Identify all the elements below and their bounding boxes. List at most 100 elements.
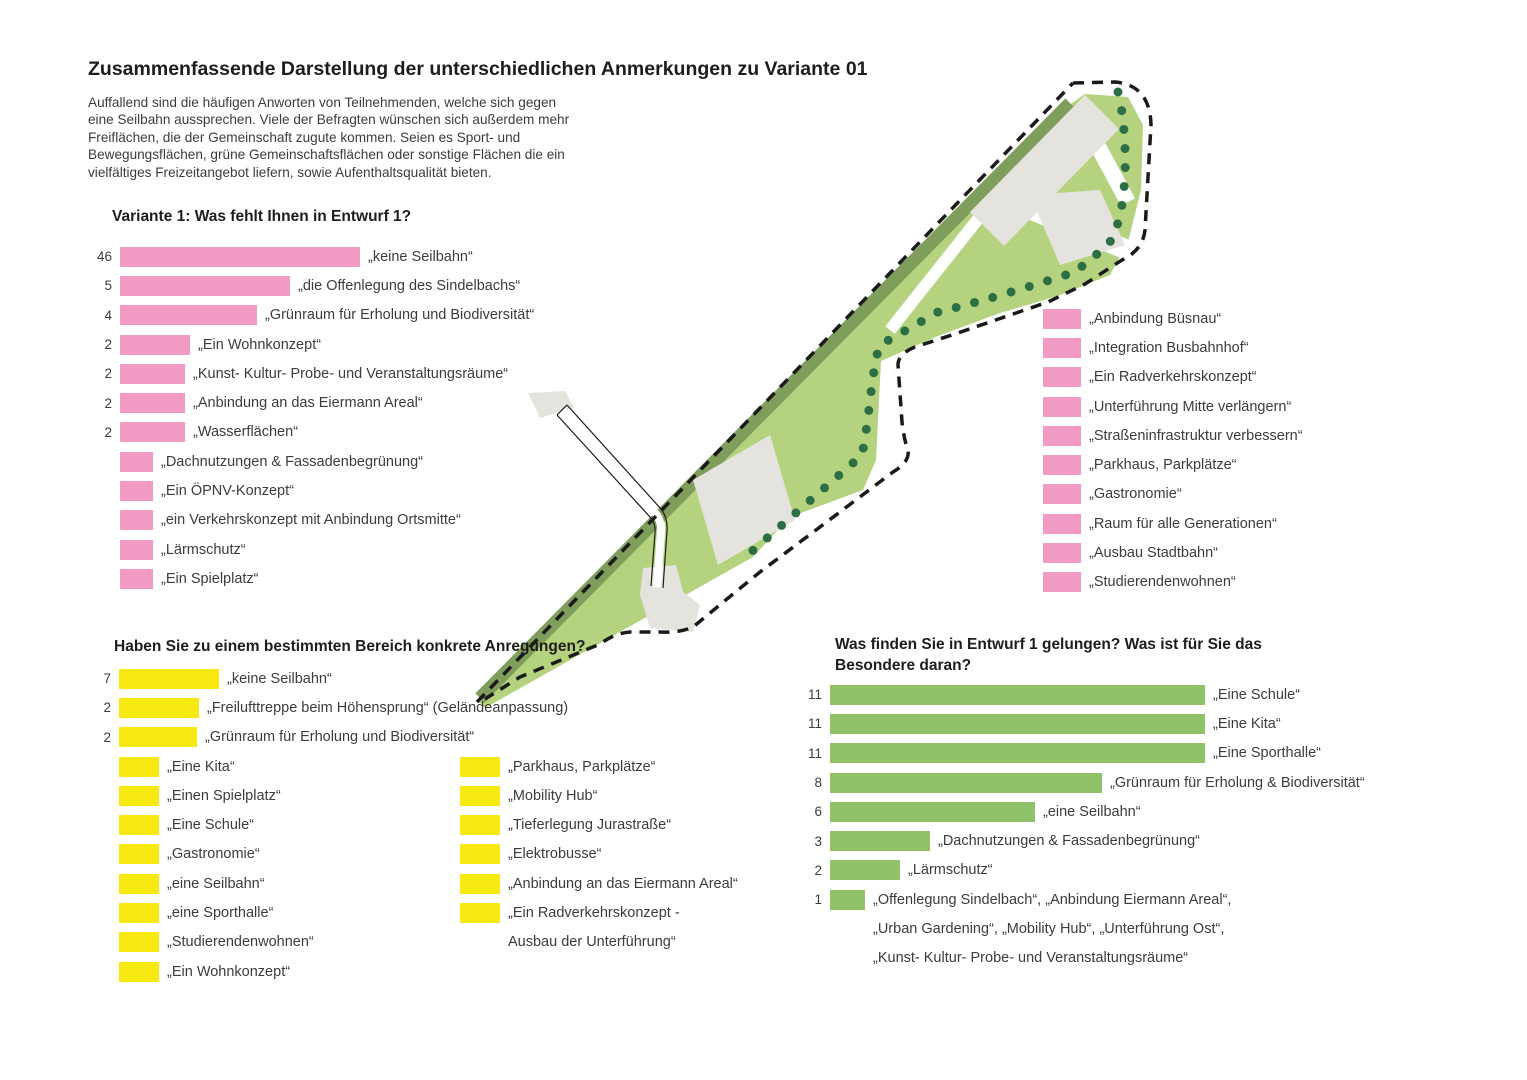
- bar-label: „Grünraum für Erholung und Biodiversität…: [205, 729, 475, 746]
- page-title: Zusammenfassende Darstellung der untersc…: [88, 58, 868, 80]
- bar-label: „Ein Radverkehrskonzept“: [1089, 369, 1257, 386]
- bar-value: 2: [104, 424, 112, 440]
- chart-row: 4„Grünraum für Erholung und Biodiversitä…: [86, 301, 534, 330]
- bar-label: „Offenlegung Sindelbach“, „Anbindung Eie…: [873, 891, 1232, 908]
- bar: [830, 772, 1102, 793]
- bar-value: 8: [814, 775, 822, 791]
- chart-row: „Eine Kita“: [85, 752, 568, 781]
- bar: [119, 903, 159, 924]
- map-olive-edge: [475, 98, 1075, 703]
- chart-row: „Studierendenwohnen“: [1043, 568, 1303, 597]
- chart-row: 2„Kunst- Kultur- Probe- und Veranstaltun…: [86, 359, 534, 388]
- map-road: [1080, 124, 1136, 206]
- bar-label: „Ein Spielplatz“: [161, 570, 259, 587]
- bar: [830, 889, 865, 910]
- map-road: [885, 181, 1010, 334]
- bar: [120, 481, 153, 502]
- bar: [120, 422, 185, 443]
- bar-label: „keine Seilbahn“: [227, 670, 332, 687]
- bar-label: „ein Verkehrskonzept mit Anbindung Ortsm…: [161, 512, 461, 529]
- chart-title-missing: Variante 1: Was fehlt Ihnen in Entwurf 1…: [112, 208, 412, 225]
- bar-label: „Anbindung Büsnau“: [1089, 310, 1222, 327]
- chart-row: 11 „Eine Kita“: [796, 709, 1365, 738]
- bar-value: 2: [104, 366, 112, 382]
- bar: [120, 246, 360, 267]
- bar: [1043, 513, 1081, 534]
- bar-value: 7: [103, 671, 111, 687]
- bar-label: „Tieferlegung Jurastraße“: [508, 817, 672, 834]
- chart-row: 2„Lärmschutz“: [796, 856, 1365, 885]
- bar: [460, 815, 500, 836]
- bar-label: „Studierendenwohnen“: [1089, 574, 1236, 591]
- bar-label: „Eine Sporthalle“: [1213, 745, 1321, 762]
- map-building: [970, 95, 1119, 246]
- chart-row: 6„eine Seilbahn“: [796, 797, 1365, 826]
- bar-label: „Ein ÖPNV-Konzept“: [161, 483, 294, 500]
- bar-label: „Lärmschutz“: [908, 862, 993, 879]
- bar: [1043, 455, 1081, 476]
- bar-value: 11: [807, 716, 822, 732]
- bar: [119, 756, 159, 777]
- bar-value: 5: [104, 278, 112, 294]
- bar-label: Ausbau der Unterführung“: [508, 934, 676, 951]
- chart-row: „Ausbau Stadtbahn“: [1043, 538, 1303, 567]
- chart-row: „Unterführung Mitte verlängern“: [1043, 392, 1303, 421]
- bar: [119, 873, 159, 894]
- chart-row-wrap: „Kunst- Kultur- Probe- und Veranstaltung…: [796, 944, 1365, 973]
- chart-row: „eine Seilbahn“: [85, 869, 568, 898]
- bar-label: „Lärmschutz“: [161, 541, 246, 558]
- bar-label: „Raum für alle Generationen“: [1089, 515, 1277, 532]
- bar-label: „Dachnutzungen & Fassadenbegrünung“: [938, 833, 1200, 850]
- map-track-underlay: [559, 407, 666, 588]
- map-building: [528, 391, 574, 418]
- chart-row: 2„Ein Wohnkonzept“: [86, 330, 534, 359]
- bar-label: „Grünraum für Erholung & Biodiversität“: [1110, 774, 1365, 791]
- bar: [119, 697, 199, 718]
- chart-row: 3„Dachnutzungen & Fassadenbegrünung“: [796, 826, 1365, 855]
- chart-row: „Ein Wohnkonzept“: [85, 957, 568, 986]
- chart-row: 2„Anbindung an das Eiermann Areal“: [86, 388, 534, 417]
- bar-label: „Anbindung an das Eiermann Areal“: [193, 395, 423, 412]
- chart-row: „Parkhaus, Parkplätze“: [460, 752, 738, 781]
- bar: [460, 873, 500, 894]
- bar: [120, 334, 190, 355]
- bar-label: „Freilufttreppe beim Höhensprung“ (Gelän…: [207, 699, 569, 716]
- map-track-edge: [566, 404, 668, 589]
- bar: [120, 393, 185, 414]
- chart-missing-right-column: „Anbindung Büsnau“„Integration Busbahnho…: [1043, 304, 1303, 597]
- bar-label: „Unterführung Mitte verlängern“: [1089, 398, 1292, 415]
- bar-label: „Ein Radverkehrskonzept -: [508, 905, 680, 922]
- chart-row: „Gastronomie“: [1043, 480, 1303, 509]
- bar: [460, 844, 500, 865]
- chart-row: „ein Verkehrskonzept mit Anbindung Ortsm…: [86, 506, 534, 535]
- bar: [120, 451, 153, 472]
- chart-row: 2 „Freilufttreppe beim Höhensprung“ (Gelä…: [85, 693, 568, 722]
- bar-label: „Ausbau Stadtbahn“: [1089, 545, 1218, 562]
- chart-row: 2 „Wasserflächen“: [86, 418, 534, 447]
- chart-row: „Mobility Hub“: [460, 781, 738, 810]
- bar-label: „Straßeninfrastruktur verbessern“: [1089, 427, 1303, 444]
- bar-value: 11: [807, 745, 822, 761]
- chart-row: 2„Grünraum für Erholung und Biodiversitä…: [85, 723, 568, 752]
- chart-row: „Einen Spielplatz“: [85, 781, 568, 810]
- bar-value: 1: [814, 892, 822, 908]
- chart-row: „eine Sporthalle“: [85, 898, 568, 927]
- bar: [120, 568, 153, 589]
- chart-row: „Tieferlegung Jurastraße“: [460, 810, 738, 839]
- chart-row: „Ein Spielplatz“: [86, 564, 534, 593]
- bar-label: „Eine Kita“: [1213, 715, 1281, 732]
- chart-row: „Anbindung Büsnau“: [1043, 304, 1303, 333]
- chart-row: „Studierendenwohnen“: [85, 928, 568, 957]
- bar-label: „Wasserflächen“: [193, 424, 299, 441]
- bar: [460, 785, 500, 806]
- chart-row: „Anbindung an das Eiermann Areal“: [460, 869, 738, 898]
- bar-label: „Anbindung an das Eiermann Areal“: [508, 875, 738, 892]
- bar-value: 2: [103, 700, 111, 716]
- bar: [1043, 484, 1081, 505]
- bar-label: „Eine Schule“: [1213, 686, 1301, 703]
- map-building: [1030, 190, 1125, 265]
- bar: [1043, 572, 1081, 593]
- bar: [830, 831, 930, 852]
- bar: [460, 903, 500, 924]
